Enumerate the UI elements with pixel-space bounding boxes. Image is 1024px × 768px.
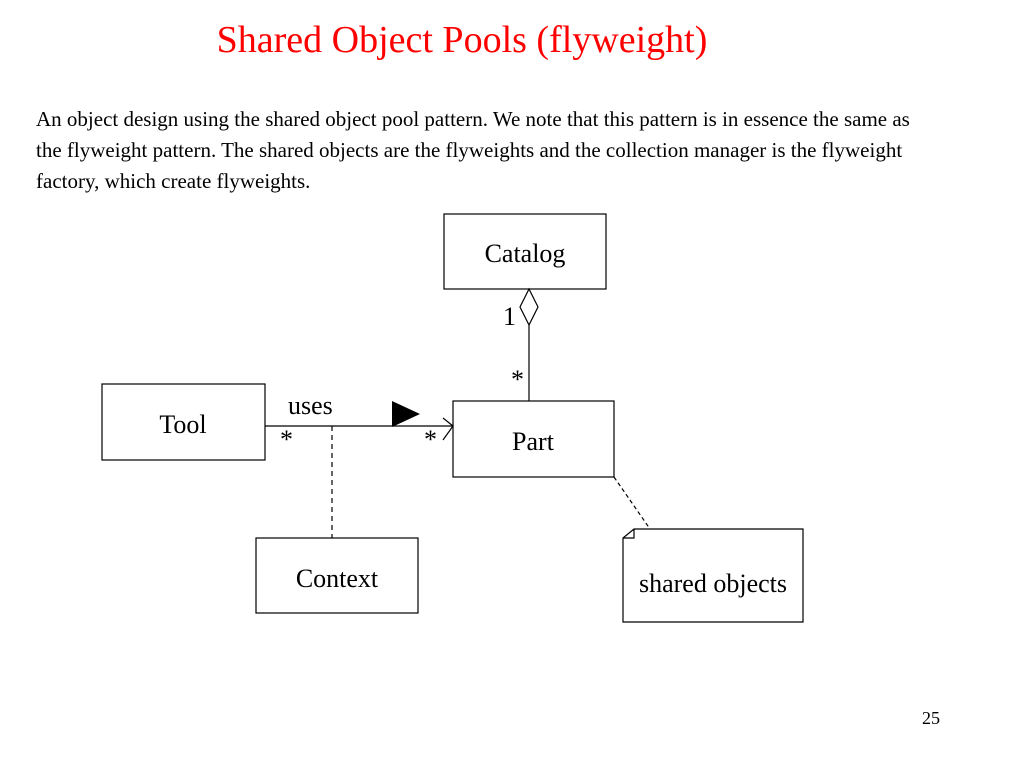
note-shared-objects: shared objects [622, 528, 804, 623]
class-part-box [452, 400, 615, 478]
uses-label: uses [288, 391, 333, 420]
association-tool-part: uses * * [265, 391, 454, 454]
part-multiplicity-catalog: * [511, 365, 524, 394]
intro-paragraph: An object design using the shared object… [36, 107, 910, 193]
tool-multiplicity: * [280, 425, 293, 454]
note-dashed-line [613, 476, 651, 530]
aggregation-diamond-icon [519, 287, 539, 327]
class-context-label: Context [296, 564, 379, 593]
class-context: Context [255, 537, 419, 614]
direction-triangle-icon [392, 401, 420, 427]
class-part-label: Part [512, 427, 555, 456]
class-context-box [255, 537, 419, 614]
note-shape [622, 528, 804, 623]
class-catalog-box [443, 213, 607, 290]
catalog-multiplicity: 1 [503, 302, 516, 331]
class-tool-box [101, 383, 266, 461]
class-tool-label: Tool [159, 410, 206, 439]
aggregation-catalog-part: 1 * [503, 287, 539, 401]
note-fold-icon [623, 529, 635, 539]
page-number: 25 [922, 708, 940, 728]
slide-title: Shared Object Pools (flyweight) [216, 19, 708, 61]
class-catalog: Catalog [443, 213, 607, 290]
class-part: Part [452, 400, 615, 478]
part-multiplicity-tool: * [424, 425, 437, 454]
class-catalog-label: Catalog [485, 239, 566, 268]
note-label: shared objects [639, 569, 787, 598]
navigability-arrow-icon [442, 417, 454, 441]
class-tool: Tool [101, 383, 266, 461]
